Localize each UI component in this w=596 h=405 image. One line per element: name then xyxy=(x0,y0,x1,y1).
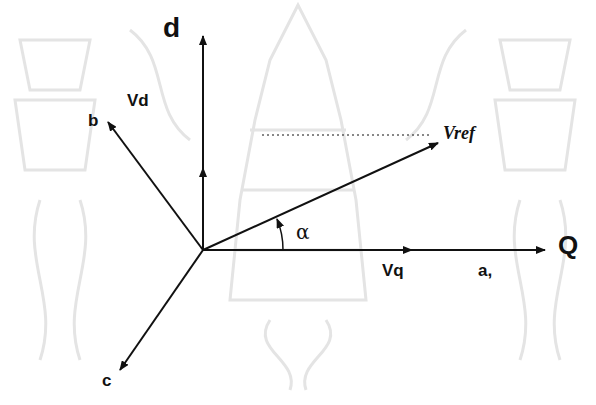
component-label: Vq xyxy=(382,262,404,279)
vd-component xyxy=(202,168,204,250)
vq-component xyxy=(203,249,412,251)
b-phase-axis xyxy=(108,122,203,250)
axis-label: d xyxy=(163,14,180,42)
phase-label: a, xyxy=(478,262,492,279)
angle-arc xyxy=(277,219,283,250)
c-phase-axis xyxy=(120,250,203,370)
reference-vector xyxy=(203,143,438,250)
projection-line xyxy=(262,135,432,136)
phase-label: c xyxy=(102,372,111,389)
angle-label: α xyxy=(296,222,310,242)
d-axis xyxy=(202,36,204,250)
axis-label: Q xyxy=(558,232,578,258)
q-axis xyxy=(203,249,545,251)
vector-label: Vref xyxy=(443,124,475,142)
component-label: Vd xyxy=(127,92,149,109)
phase-label: b xyxy=(88,112,98,129)
